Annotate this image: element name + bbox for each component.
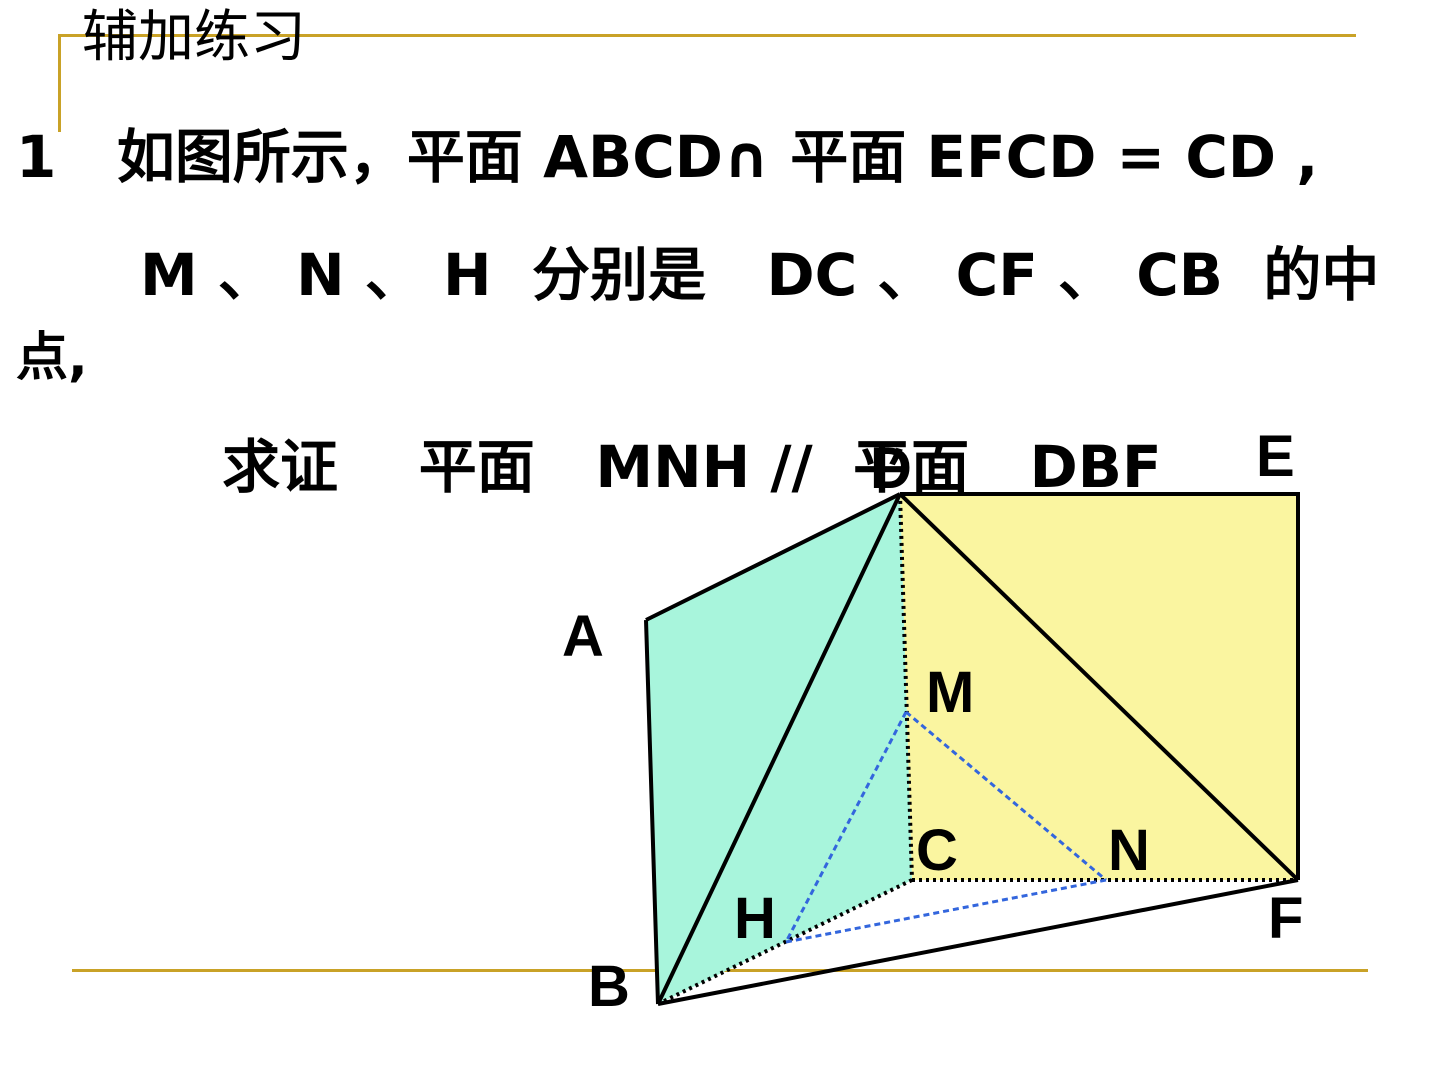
slide-title: 辅加练习 xyxy=(82,5,306,70)
edge-d-b xyxy=(656,493,902,1005)
top-rule xyxy=(58,34,1356,37)
problem-line-4: 求证 平面 MNH // 平面 DBF xyxy=(222,433,1162,501)
edge-d-e-f xyxy=(900,492,1300,880)
vertex-label-h: H xyxy=(734,886,776,951)
edge-b-f xyxy=(657,878,1299,1006)
edge-a-b xyxy=(644,619,660,1005)
segment-m-n xyxy=(905,710,1107,882)
problem-line-3: 点, xyxy=(16,328,88,388)
vertex-label-e: E xyxy=(1256,424,1295,489)
vertex-label-n: N xyxy=(1108,818,1150,883)
vertex-label-b: B xyxy=(588,954,630,1019)
problem-line-2: M 、 N 、 H 分别是 DC 、 CF 、 CB 的中 xyxy=(140,241,1380,309)
vertex-label-d: D xyxy=(870,436,912,501)
edge-d-a xyxy=(645,492,901,622)
left-rule xyxy=(58,34,61,132)
edge-d-c-hidden xyxy=(898,493,914,881)
edge-c-b-hidden xyxy=(657,878,913,1006)
edge-d-f xyxy=(898,492,1300,882)
triangle-mnh xyxy=(784,710,1107,944)
segment-m-h xyxy=(784,711,908,943)
vertex-label-c: C xyxy=(916,818,958,883)
problem-line-1: 1 如图所示，平面 ABCD∩ 平面 EFCD = CD , xyxy=(16,123,1319,191)
vertex-label-f: F xyxy=(1268,886,1304,951)
vertex-label-a: A xyxy=(562,604,604,669)
vertex-label-m: M xyxy=(926,660,975,725)
segment-h-n xyxy=(785,878,1107,944)
